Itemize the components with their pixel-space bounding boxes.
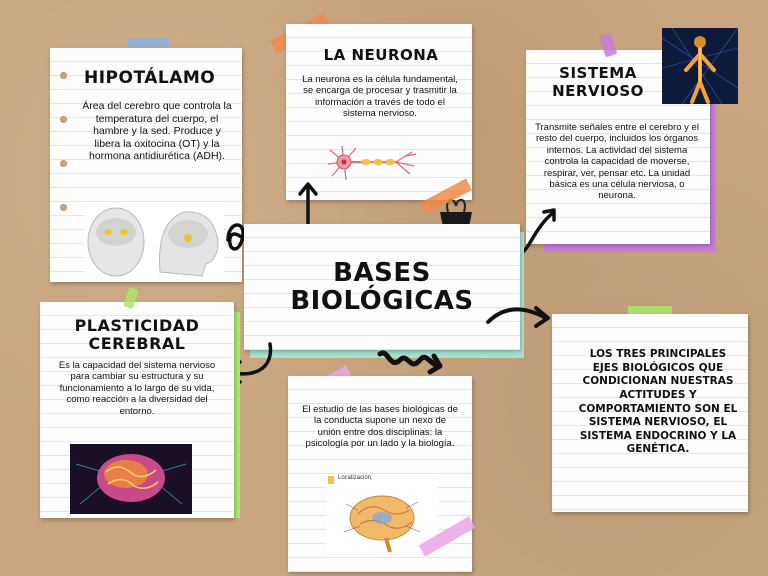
center-title-2: BIOLÓGICAS bbox=[290, 286, 474, 316]
hypothalamus-head-illustration bbox=[84, 202, 224, 278]
tres-ejes-text: LOS TRES PRINCIPALES EJES BIOLÓGICOS QUE… bbox=[578, 348, 738, 456]
binder-hole bbox=[60, 160, 67, 167]
neurona-card: LA NEURONA La neurona es la célula funda… bbox=[286, 24, 472, 200]
tres-ejes-card: LOS TRES PRINCIPALES EJES BIOLÓGICOS QUE… bbox=[552, 314, 748, 512]
binder-hole bbox=[60, 116, 67, 123]
glowing-brain-image bbox=[70, 444, 192, 514]
neuron-illustration bbox=[327, 145, 417, 181]
hipotalamo-text: Área del cerebro que controla la tempera… bbox=[82, 100, 232, 163]
nervous-system-body-image bbox=[662, 28, 738, 104]
zigzag-arrow-down-icon bbox=[377, 350, 443, 375]
sistema-nervioso-title-2: NERVIOSO bbox=[552, 82, 644, 100]
center-title-1: BASES bbox=[333, 258, 431, 288]
brain-diagram-caption: Localización. bbox=[338, 475, 373, 481]
arrow-up-icon bbox=[298, 182, 318, 230]
sistema-nervioso-title-1: SISTEMA bbox=[559, 64, 637, 82]
hipotalamo-card: HIPOTÁLAMO Área del cerebro que controla… bbox=[50, 48, 242, 282]
plasticidad-title-2: CEREBRAL bbox=[88, 334, 186, 353]
estudio-text: El estudio de las bases biológicas de la… bbox=[302, 404, 458, 450]
sistema-nervioso-text: Transmite señales entre el cerebro y el … bbox=[535, 122, 699, 202]
brain-diagram-image bbox=[326, 474, 438, 556]
plasticidad-title-1: PLASTICIDAD bbox=[74, 316, 200, 335]
hipotalamo-title: HIPOTÁLAMO bbox=[84, 68, 216, 88]
neurona-text: La neurona es la célula fundamental, se … bbox=[302, 74, 458, 120]
curved-arrow-right-icon bbox=[486, 306, 550, 328]
center-card: BASES BIOLÓGICAS bbox=[244, 224, 520, 350]
binder-hole bbox=[60, 72, 67, 79]
binder-hole bbox=[60, 204, 67, 211]
plasticidad-card: PLASTICIDAD CEREBRAL Es la capacidad del… bbox=[40, 302, 234, 518]
neurona-title: LA NEURONA bbox=[323, 46, 439, 64]
plasticidad-text: Es la capacidad del sistema nervioso par… bbox=[58, 360, 216, 417]
